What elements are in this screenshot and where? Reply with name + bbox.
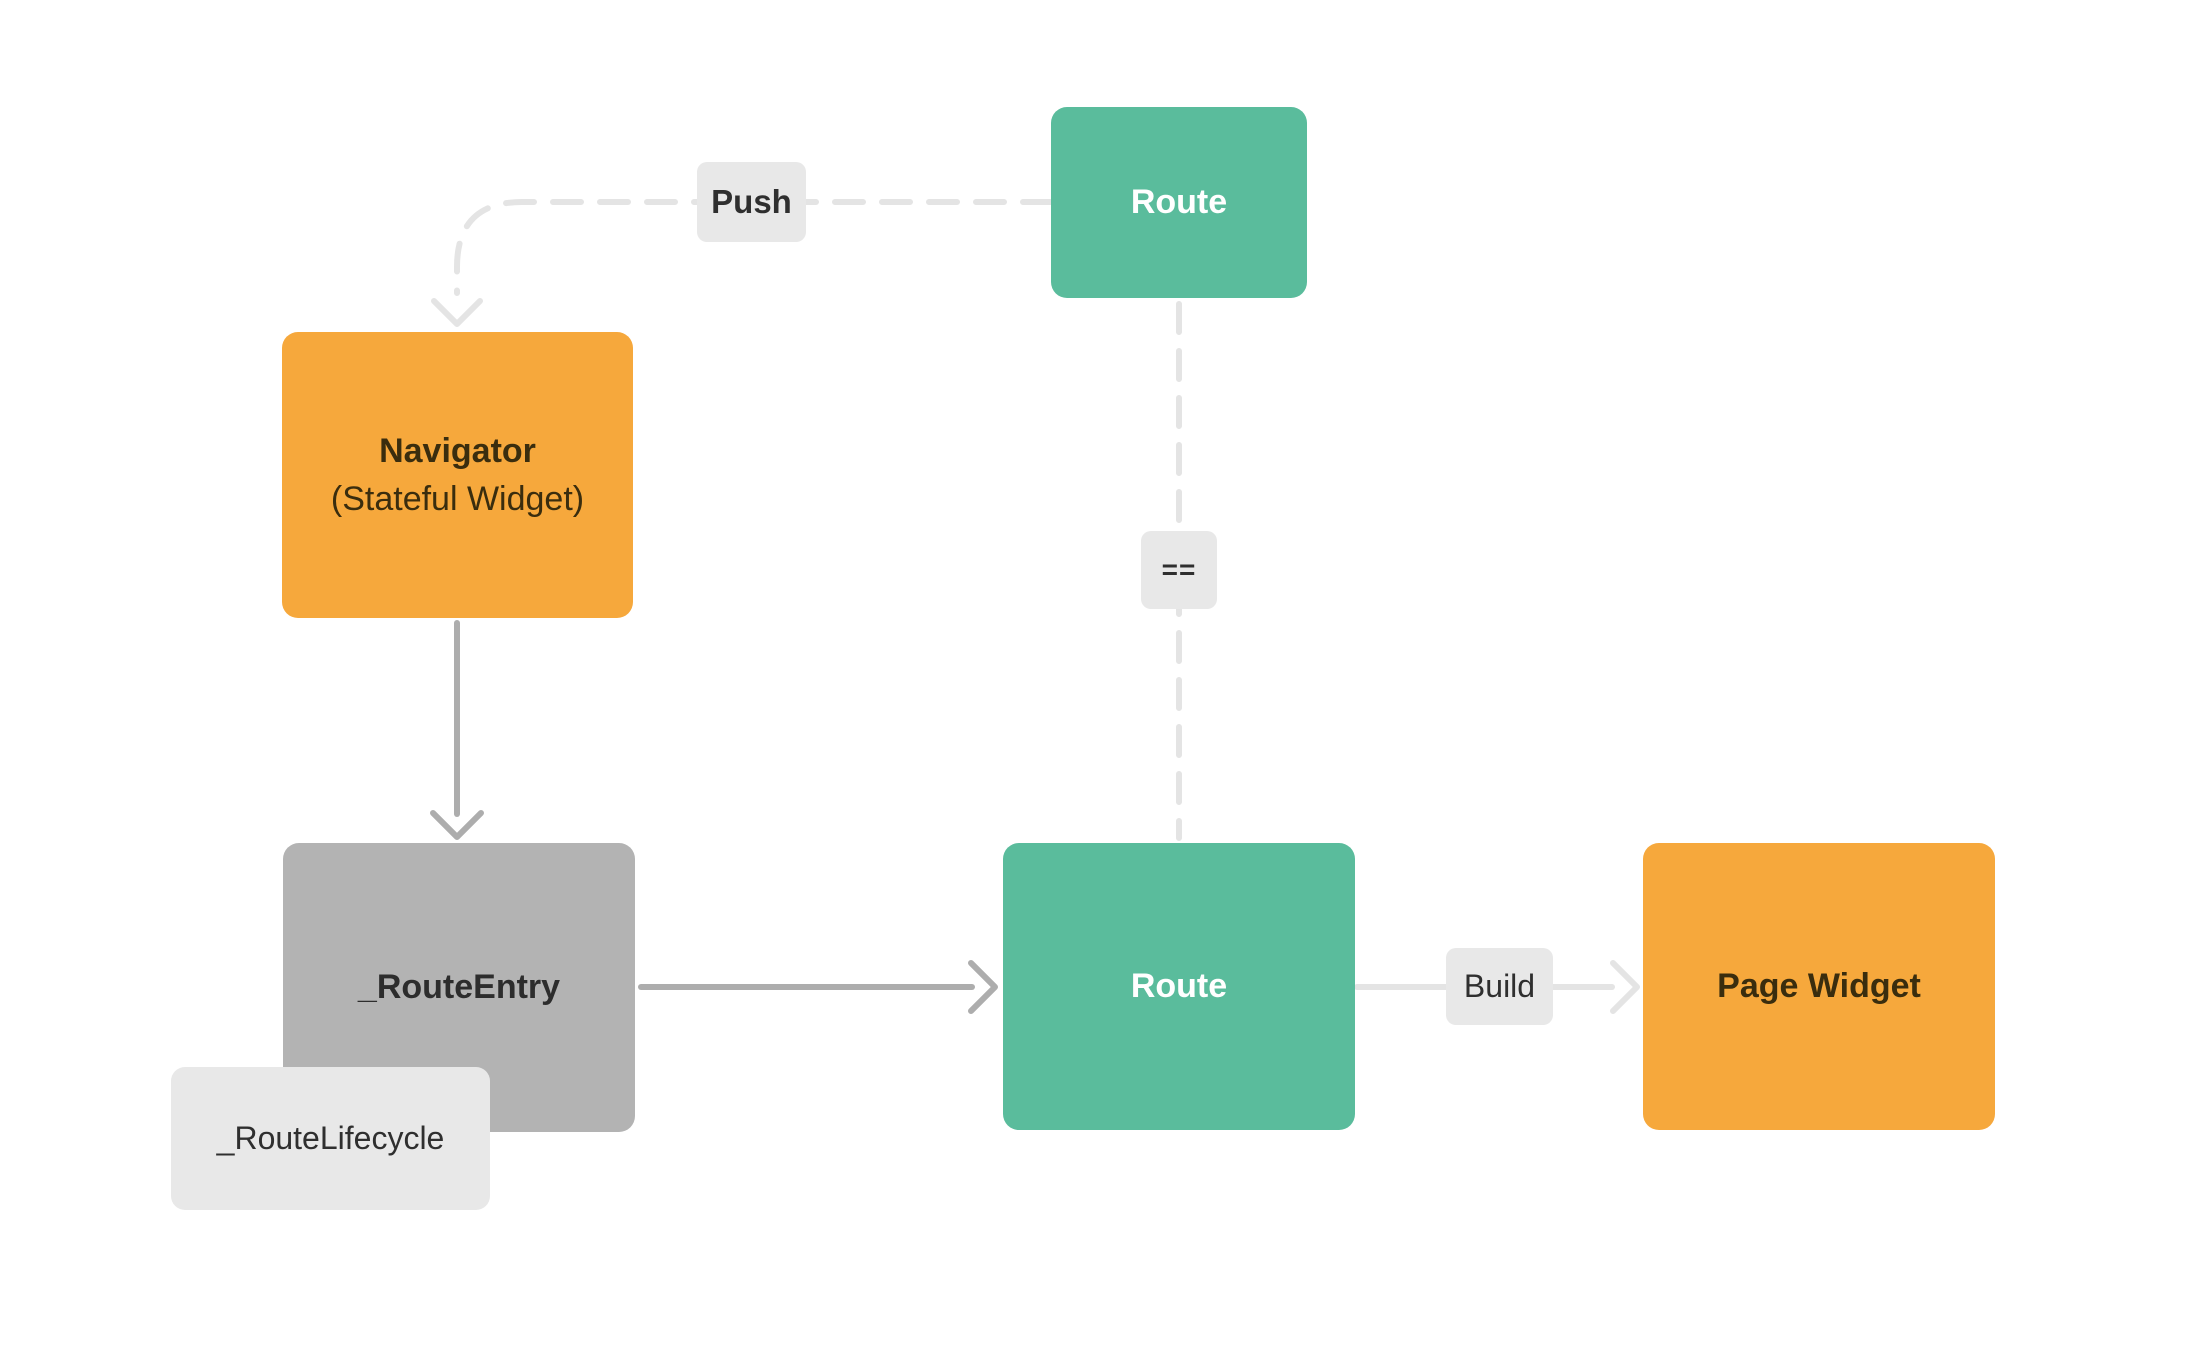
node-navigator-title: Navigator (379, 431, 536, 470)
node-route-bottom-label: Route (1130, 967, 1228, 1005)
arrowhead-right-icon (968, 960, 998, 1014)
edge-label-push: Push (697, 162, 806, 242)
node-route-entry-label: _RouteEntry (357, 968, 561, 1006)
arrowhead-down-icon (430, 810, 484, 840)
node-navigator: Navigator (Stateful Widget) (282, 332, 633, 618)
arrowhead-right-icon (1610, 960, 1640, 1014)
node-route-top-label: Route (1130, 183, 1228, 221)
node-route-lifecycle-label: _RouteLifecycle (216, 1120, 445, 1156)
navigator-to-routeentry-edge (430, 620, 484, 840)
edge-label-build: Build (1446, 948, 1553, 1025)
routeentry-to-route-edge (638, 960, 998, 1014)
node-page-widget-label: Page Widget (1717, 967, 1921, 1005)
node-page-widget: Page Widget (1643, 843, 1995, 1130)
edge-label-equals: == (1141, 531, 1217, 609)
node-navigator-subtitle: (Stateful Widget) (330, 480, 585, 518)
node-route-top: Route (1051, 107, 1307, 298)
arrowhead-down-icon (431, 298, 483, 327)
node-route-bottom: Route (1003, 843, 1355, 1130)
push-edge (431, 199, 1054, 327)
node-route-lifecycle: _RouteLifecycle (171, 1067, 490, 1210)
